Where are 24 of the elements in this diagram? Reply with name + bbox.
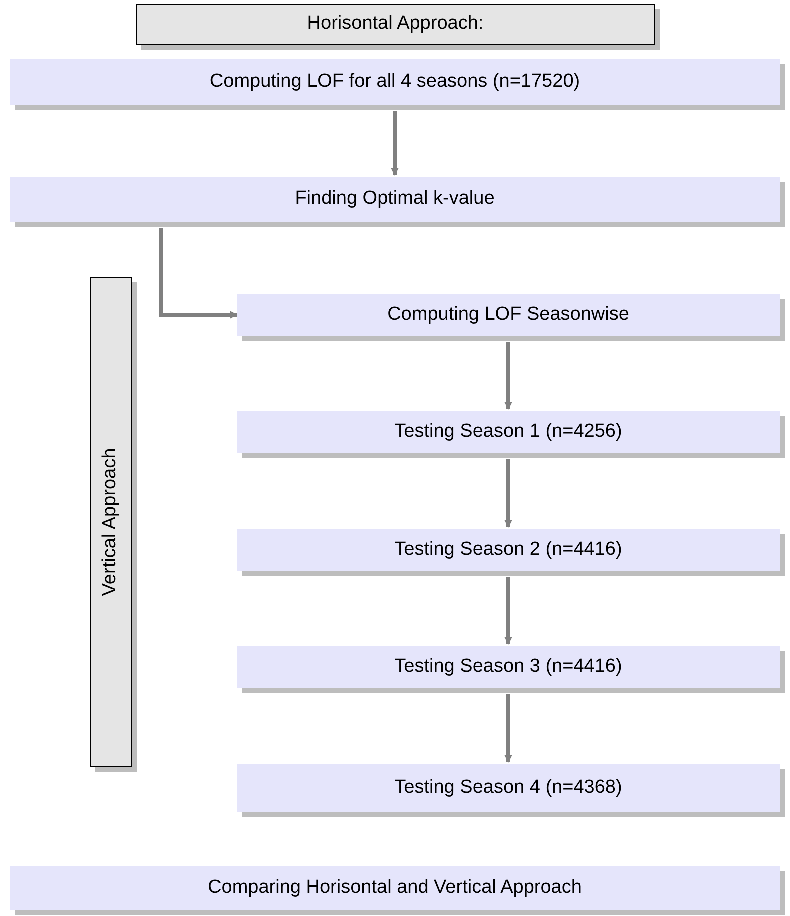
arrow xyxy=(504,694,512,763)
box-label: Testing Season 1 (n=4256) xyxy=(394,420,622,444)
process-box xyxy=(237,411,780,453)
box-label: Computing LOF for all 4 seasons (n=17520) xyxy=(210,70,580,94)
box-label: Computing LOF Seasonwise xyxy=(388,302,630,327)
arrow xyxy=(504,577,512,645)
process-box xyxy=(237,764,780,812)
process-box xyxy=(237,529,780,571)
box-label: Testing Season 4 (n=4368) xyxy=(394,776,622,800)
box-label: Comparing Horisontal and Vertical Approach xyxy=(208,876,582,900)
process-box xyxy=(10,59,780,105)
process-box xyxy=(237,646,780,688)
arrow xyxy=(159,228,238,319)
box-label: Testing Season 2 (n=4416) xyxy=(394,538,622,562)
box-label: Finding Optimal k-value xyxy=(295,187,495,212)
process-box xyxy=(10,177,780,222)
arrow xyxy=(391,111,399,176)
process-box xyxy=(237,294,780,336)
arrow xyxy=(504,342,512,410)
box-label: Testing Season 3 (n=4416) xyxy=(394,654,622,679)
box-label: Vertical Approach xyxy=(98,448,122,596)
process-box xyxy=(10,866,780,910)
box-label: Horisontal Approach: xyxy=(307,12,484,36)
arrow xyxy=(504,459,512,528)
